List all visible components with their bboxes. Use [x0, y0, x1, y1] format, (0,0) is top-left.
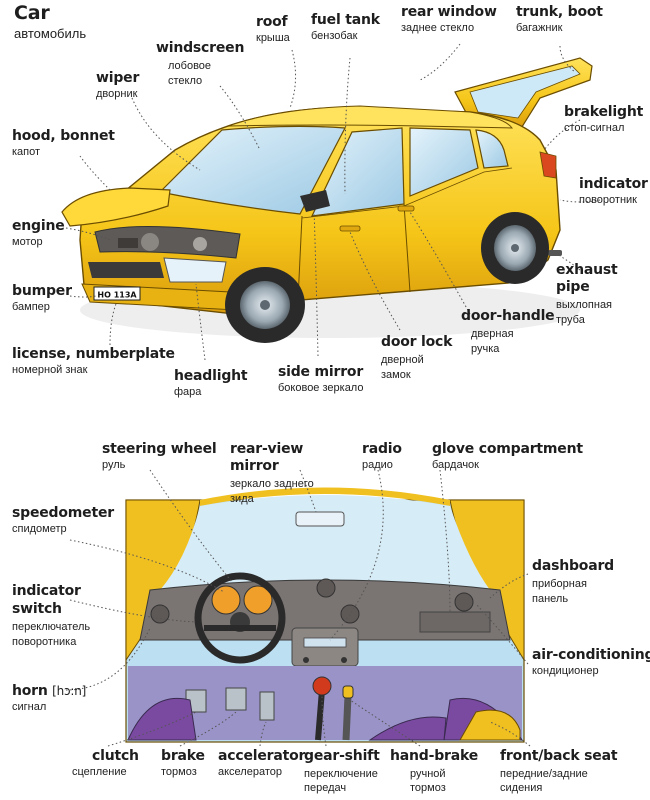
label-brakelight: brakelight стоп-сигнал	[564, 104, 644, 134]
label-rear-window: rear window заднее стекло	[401, 4, 497, 34]
label-air-conditioning: air-conditioning кондиционер	[532, 647, 650, 677]
label-door-lock: door lock дверной замок	[381, 334, 453, 381]
front-wheel	[225, 267, 305, 343]
label-radio: radio радио	[362, 441, 402, 471]
side-mirror-shape	[300, 190, 330, 212]
label-indicator: indicator поворотник	[579, 176, 648, 206]
label-brake: brake тормоз	[161, 748, 205, 778]
hood-panel	[61, 187, 171, 227]
label-steering-wheel: steering wheel руль	[102, 441, 217, 471]
label-exhaust-pipe: exhaust pipe выхлопная труба	[556, 262, 618, 326]
label-clutch: clutch сцепление	[72, 748, 139, 778]
label-hand-brake: hand-brake ручной тормоз	[390, 748, 479, 794]
seat-front-left	[127, 697, 197, 741]
label-front-back-seat: front/back seat передние/задние сидения	[500, 748, 618, 794]
leader-lines	[65, 43, 601, 747]
title-en: Car	[14, 2, 50, 24]
license-plate-text: НО 113А	[97, 291, 137, 300]
label-wiper: wiper дворник	[96, 70, 140, 100]
car-interior	[125, 487, 525, 743]
label-accelerator: accelerator акселератор	[218, 748, 306, 778]
license-plate-shape	[93, 286, 141, 301]
car-exterior: НО 113А	[61, 57, 593, 343]
label-fuel-tank: fuel tank бензобак	[311, 12, 380, 42]
title-ru: автомобиль	[14, 26, 87, 41]
label-headlight: headlight фара	[174, 368, 248, 398]
label-license-plate: license, numberplate номерной знак	[12, 346, 175, 376]
label-engine: engine мотор	[12, 218, 65, 248]
headlight-shape	[163, 257, 227, 283]
rear-wheel	[481, 212, 549, 284]
car-roof	[227, 105, 513, 129]
steering-wheel-shape	[194, 572, 286, 664]
label-glove-compartment: glove compartment бардачок	[432, 441, 583, 471]
label-horn: horn [hɔ:n] сигнал	[12, 683, 87, 713]
horn-transcription: [hɔ:n]	[52, 684, 87, 698]
diagram-title: Car автомобиль	[14, 2, 86, 41]
label-bumper: bumper бампер	[12, 283, 72, 313]
label-gear-shift: gear-shift переключение передач	[304, 748, 380, 794]
label-trunk-boot: trunk, boot багажник	[516, 4, 603, 34]
label-door-handle: door-handle дверная ручка	[461, 308, 555, 355]
label-speedometer: speedometer спидометр	[12, 505, 114, 535]
label-windscreen: windscreen лобовое стекло	[156, 40, 245, 87]
label-side-mirror: side mirror боковое зеркало	[278, 364, 364, 394]
label-indicator-switch: indicator switch переключатель поворотни…	[12, 583, 91, 648]
label-rear-view-mirror: rear-view mirror зеркало заднего зида	[230, 441, 314, 505]
label-dashboard: dashboard приборная панель	[532, 558, 614, 605]
label-hood-bonnet: hood, bonnet капот	[12, 128, 115, 158]
windscreen-glass	[158, 125, 346, 215]
engine-bay	[94, 225, 241, 259]
label-roof: roof крыша	[256, 14, 290, 44]
